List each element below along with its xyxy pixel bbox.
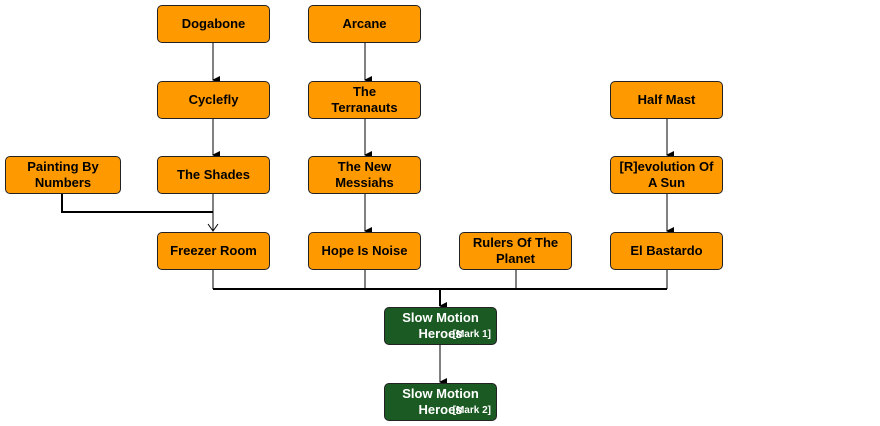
node-smh-mark2: Slow Motion Heroes [Mark 2] <box>384 383 497 421</box>
node-rulers: Rulers Of The Planet <box>459 232 572 270</box>
smh2-tag: [Mark 2] <box>452 405 491 416</box>
node-painting-by-numbers: Painting By Numbers <box>5 156 121 194</box>
node-the-shades: The Shades <box>157 156 270 194</box>
node-cyclefly: Cyclefly <box>157 81 270 119</box>
node-smh-mark1: Slow Motion Heroes [Mark 1] <box>384 307 497 345</box>
node-dogabone: Dogabone <box>157 5 270 43</box>
open-arrow <box>207 223 219 232</box>
smh1-tag: [Mark 1] <box>452 329 491 340</box>
node-hope-is-noise: Hope Is Noise <box>308 232 421 270</box>
node-half-mast: Half Mast <box>610 81 723 119</box>
smh1-title: Slow Motion Heroes <box>402 310 479 341</box>
node-revolution: [R]evolution Of A Sun <box>610 156 723 194</box>
node-freezer-room: Freezer Room <box>157 232 270 270</box>
edge-painting-freezer <box>61 194 213 213</box>
node-new-messiahs: The New Messiahs <box>308 156 421 194</box>
node-el-bastardo: El Bastardo <box>610 232 723 270</box>
node-arcane: Arcane <box>308 5 421 43</box>
smh2-title: Slow Motion Heroes <box>402 386 479 417</box>
node-terranauts: The Terranauts <box>308 81 421 119</box>
